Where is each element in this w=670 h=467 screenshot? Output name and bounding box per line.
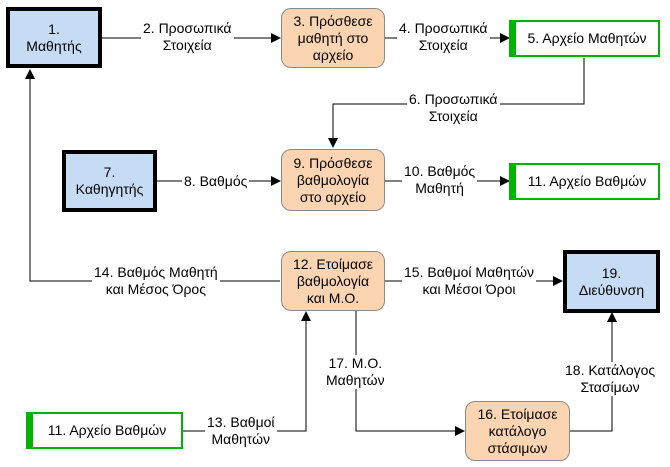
flow-4-label: 4. Προσωπικά Στοιχεία [397, 20, 490, 54]
entity-teacher: 7. Καθηγητής [62, 150, 157, 212]
flow-14-label: 14. Βαθμός Μαθητή και Μέσος Όρος [92, 264, 220, 298]
flow-6-label: 6. Προσωπικά Στοιχεία [407, 91, 500, 125]
process-prepare-fail-list: 16. Ετοίμασε κατάλογο στάσιμων [465, 401, 570, 461]
store-grade-records-copy: 11. Αρχείο Βαθμών [26, 412, 183, 449]
flow-17-label: 17. Μ.Ο. Μαθητών [324, 355, 387, 389]
flow-10-label: 10. Βαθμός Μαθητή [402, 163, 478, 197]
flow-18-label: 18. Κατάλογος Στασίμων [563, 362, 658, 396]
flow-17-line [355, 310, 465, 436]
entity-student: 1. Μαθητής [6, 7, 102, 68]
flow-15-label: 15. Βαθμοί Μαθητών και Μέσοι Όροι [402, 264, 537, 298]
entity-management: 19. Διεύθυνση [563, 250, 660, 313]
process-add-grade: 9. Πρόσθεσε βαθμολογία στο αρχείο [281, 149, 385, 211]
flow-8-label: 8. Βαθμός [182, 173, 250, 190]
flow-2-label: 2. Προσωπικά Στοιχεία [141, 20, 234, 54]
store-grade-records: 11. Αρχείο Βαθμών [509, 163, 660, 200]
store-student-records: 5. Αρχείο Μαθητών [509, 20, 660, 57]
process-add-student: 3. Πρόσθεσε μαθητή στο αρχείο [281, 8, 385, 68]
process-prepare-grades-average: 12. Ετοίμασε βαθμολογία και Μ.Ο. [281, 251, 385, 311]
flow-18-line [570, 312, 617, 432]
flow-13-label: 13. Βαθμοί Μαθητών [205, 414, 277, 448]
